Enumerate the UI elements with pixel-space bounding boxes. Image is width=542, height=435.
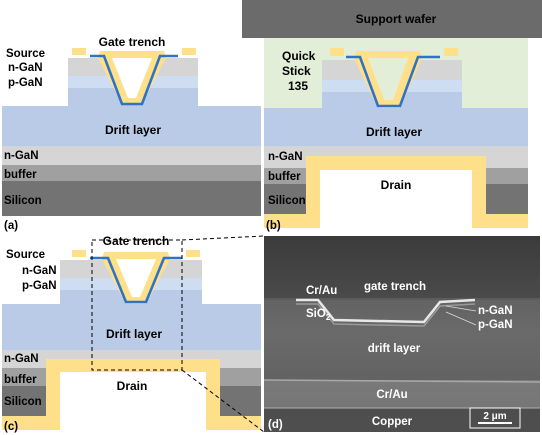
panel-tag-d: (d): [268, 419, 283, 431]
glue-label-num: 135: [288, 79, 308, 93]
crau-top-label: Cr/Au: [306, 285, 337, 297]
source-pad-left: [72, 48, 86, 55]
source-pad-right: [186, 250, 200, 257]
panel-tag-b: (b): [266, 220, 281, 232]
gate-metal-inner: [368, 58, 408, 100]
drain-cavity: [320, 170, 472, 228]
glue-label-quick: Quick: [282, 49, 316, 63]
panel-tag-c: (c): [4, 421, 18, 433]
panel-b: Support wafer Quick Stick 135 Drift laye…: [242, 0, 542, 232]
drift-layer-label: Drift layer: [105, 123, 161, 137]
gate-metal-inner: [112, 58, 152, 98]
drain-metal: [2, 359, 261, 430]
pgan-label: p-GaN: [478, 319, 513, 331]
drift-layer: [264, 108, 528, 146]
zoom-line-top: [181, 235, 265, 241]
zoom-box: [91, 239, 183, 371]
sio2-main: SiO: [306, 308, 326, 320]
ngan-label: n-GaN: [22, 265, 57, 277]
sem-crau-band: [264, 380, 540, 410]
crau-bottom-label: Cr/Au: [376, 389, 407, 401]
ngan-label: n-GaN: [8, 62, 43, 74]
source-label: Source: [6, 48, 45, 60]
ngan-pointer: [445, 305, 477, 312]
drift-layer: [2, 304, 261, 350]
sio2-sub: 2: [326, 313, 331, 322]
silicon-layer: [2, 181, 261, 216]
gate-line: [90, 256, 182, 304]
pgan-pointer: [445, 311, 477, 326]
pgan-label: p-GaN: [22, 280, 57, 292]
buffer-label: buffer: [4, 169, 37, 181]
drain-label: Drain: [117, 379, 148, 393]
drift-layer-label: Drift layer: [366, 125, 422, 139]
buffer-label: buffer: [4, 374, 37, 386]
support-wafer-label: Support wafer: [356, 12, 437, 26]
sio2-label: SiO2: [306, 308, 331, 322]
drift-layer: [2, 106, 261, 146]
sem-crau-edge: [263, 379, 541, 383]
drain-cavity: [60, 372, 206, 430]
drift-layer-label: Drift layer: [106, 327, 162, 341]
gate-line: [346, 55, 440, 108]
gate-metal-inner: [116, 259, 156, 297]
silicon-label: Silicon: [268, 195, 306, 207]
drift-label: drift layer: [368, 343, 421, 355]
source-label: Source: [6, 249, 45, 261]
buffer-layer: [2, 165, 261, 181]
gate-trench-label: gate trench: [364, 281, 426, 293]
copper-label: Copper: [372, 416, 413, 428]
sem-drift-region: [264, 300, 540, 380]
source-pad-right: [182, 48, 196, 55]
ngan-label: n-GaN: [478, 305, 513, 317]
drain-metal: [264, 156, 528, 228]
buffer-label: buffer: [268, 171, 301, 183]
gate-line: [90, 54, 178, 106]
sem-gate-metal: [296, 298, 476, 324]
silicon-label: Silicon: [4, 195, 42, 207]
glue-label-stick: Stick: [282, 64, 311, 78]
gate-trench-label: Gate trench: [103, 234, 170, 248]
ngan-bottom-label: n-GaN: [4, 150, 39, 162]
drain-label: Drain: [381, 178, 412, 192]
scale-bar-box: [469, 407, 521, 429]
panel-c: Gate trench Source n-GaN p-GaN Drift lay…: [2, 234, 265, 433]
panel-a: Gate trench Source n-GaN p-GaN Drift lay…: [2, 35, 261, 232]
gate-trench-label: Gate trench: [99, 35, 166, 49]
panel-d-sem: Cr/Au gate trench SiO2 n-GaN p-GaN drift…: [263, 236, 541, 432]
zoom-line-bottom: [181, 369, 265, 433]
source-pad-right: [444, 48, 458, 56]
support-wafer: [242, 0, 542, 38]
sem-top-region: [264, 236, 540, 298]
silicon-label: Silicon: [4, 396, 42, 408]
sem-gate-metal-shadow: [296, 303, 476, 327]
panel-tag-a: (a): [4, 220, 18, 232]
ngan-bottom-label: n-GaN: [4, 353, 39, 365]
scale-label: 2 μm: [483, 411, 506, 422]
source-pad-left: [72, 250, 86, 257]
ngan-bottom-layer: [2, 146, 261, 165]
pgan-label: p-GaN: [8, 77, 43, 89]
ngan-bottom-label: n-GaN: [268, 151, 303, 163]
source-pad-left: [330, 48, 344, 56]
